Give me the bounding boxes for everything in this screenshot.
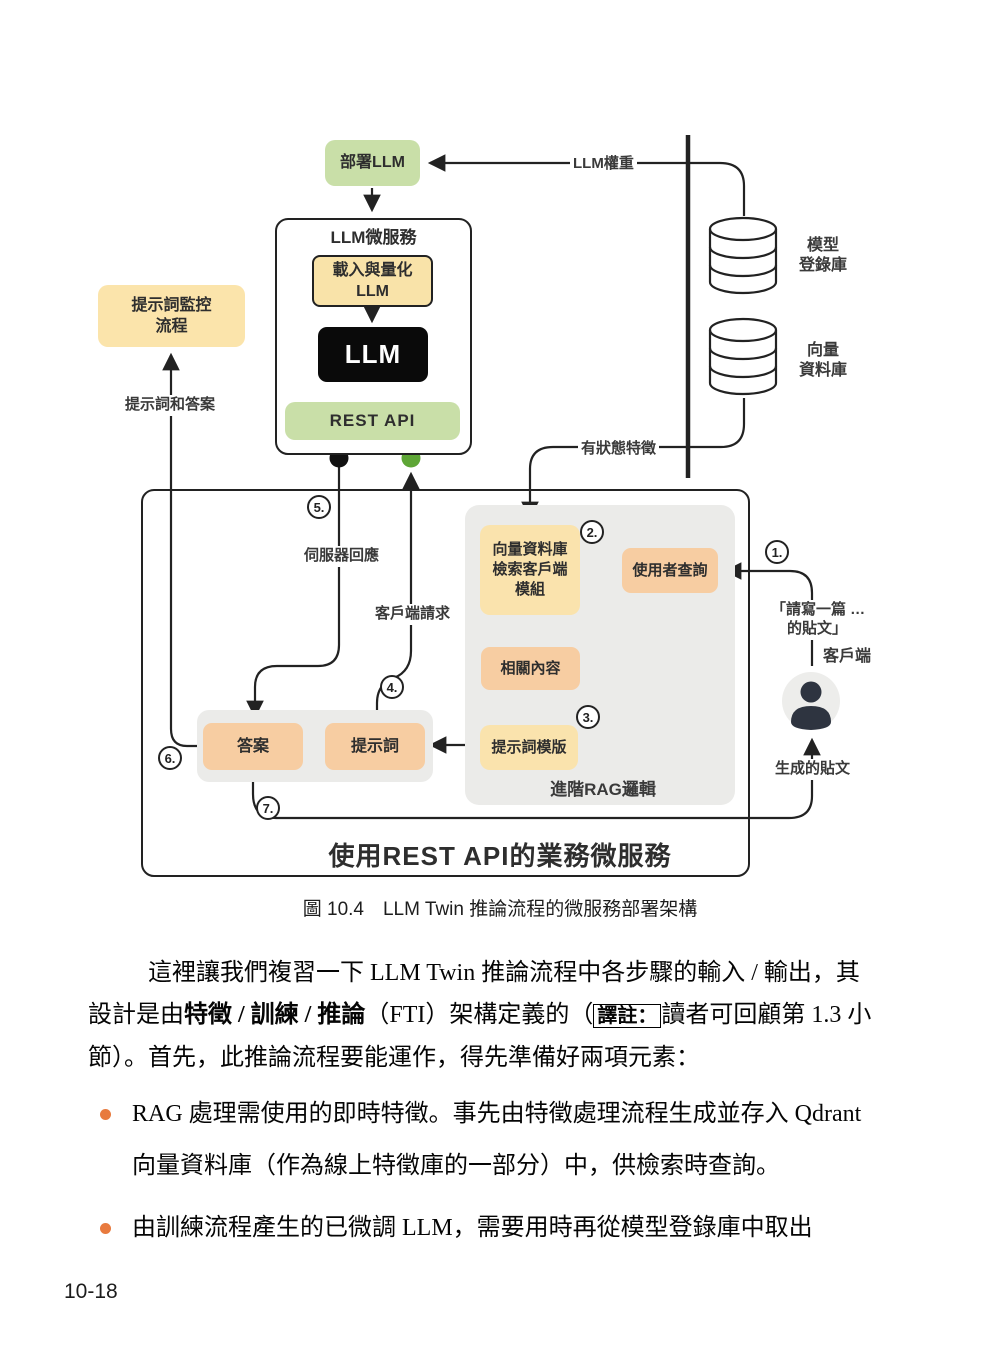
arrow-generated-post [251,737,821,820]
paragraph-text: 這裡讓我們複習一下 LLM Twin 推論流程中各步驟的輸入 / 輸出，其 設計… [88,960,872,1071]
step-7: 7. [256,796,280,820]
step-1: 1. [765,540,789,564]
step-5: 5. [307,495,331,519]
step-2: 2. [580,520,604,544]
prompts-answers-label: 提示詞和答案 [122,395,219,416]
llm-box: LLM [318,327,428,382]
llm-weights-label: LLM權重 [570,154,637,175]
list-item: RAG 處理需使用的即時特徵。事先由特徵處理流程生成並存入 Qdrant 向量資… [100,1088,940,1192]
arrow-llm-weights [427,154,746,216]
body-paragraph: 這裡讓我們複習一下 LLM Twin 推論流程中各步驟的輸入 / 輸出，其 設計… [88,952,918,1079]
bold-fti: 特徵 / 訓練 / 推論 [184,1002,366,1028]
model-registry-icon [708,216,778,295]
list-item: 由訓練流程產生的已微調 LLM，需要用時再從模型登錄庫中取出 [100,1202,940,1254]
user-query-box: 使用者查詢 [622,548,718,593]
server-response-label: 伺服器回應 [301,546,383,567]
bullet-list: RAG 處理需使用的即時特徵。事先由特徵處理流程生成並存入 Qdrant 向量資… [100,1088,940,1264]
step-4: 4. [380,675,404,699]
arrow-load-to-llm [363,305,381,324]
step-6: 6. [158,746,182,770]
step-3: 3. [576,705,600,729]
prompt-box: 提示詞 [325,723,425,770]
arrow-server-response [246,467,341,719]
bullet-icon [100,1223,111,1234]
business-microservice-title: 使用REST API的業務微服務 [328,841,672,871]
deploy-llm-box: 部署LLM [325,140,420,186]
client-avatar-icon [782,672,840,730]
answer-box: 答案 [203,723,303,770]
model-registry-label: 模型 登錄庫 [798,237,847,274]
related-content-box: 相關內容 [481,647,580,690]
vector-db-icon [708,317,778,396]
arrow-client-query [723,562,814,666]
arrow-prompts-answers [162,352,204,748]
client-request-label: 客戶端請求 [372,604,454,625]
architecture-diagram: 部署LLM LLM權重 模型 登錄庫 向量 資料庫 LLM微服務 載入與量化 L… [98,135,872,877]
rest-api-box: REST API [285,402,460,440]
retrieval-module-box: 向量資料庫 檢索客戶端 模組 [480,525,580,615]
advanced-rag-label: 進階RAG邏輯 [550,780,656,799]
llm-microservice-title: LLM微服務 [330,228,417,247]
generated-post-label: 生成的貼文 [772,759,854,780]
client-label: 客戶端 [823,648,872,665]
bullet-icon [100,1109,111,1120]
translator-note-tag: 譯註： [593,1004,662,1028]
prompt-monitoring-box: 提示詞監控 流程 [98,285,245,347]
deploy-llm-label: 部署LLM [340,154,405,172]
client-query-text: 「請寫一篇 … 的貼文」 [768,600,866,640]
vector-db-label: 向量 資料庫 [798,342,847,379]
prompt-template-box: 提示詞模版 [480,725,578,770]
business-microservice-box [141,489,750,877]
page-number: 10-18 [64,1280,118,1303]
load-quantize-box: 載入與量化 LLM [312,255,433,307]
figure-caption: 圖 10.4 LLM Twin 推論流程的微服務部署架構 [302,899,698,920]
stateful-features-label: 有狀態特徵 [578,439,660,460]
